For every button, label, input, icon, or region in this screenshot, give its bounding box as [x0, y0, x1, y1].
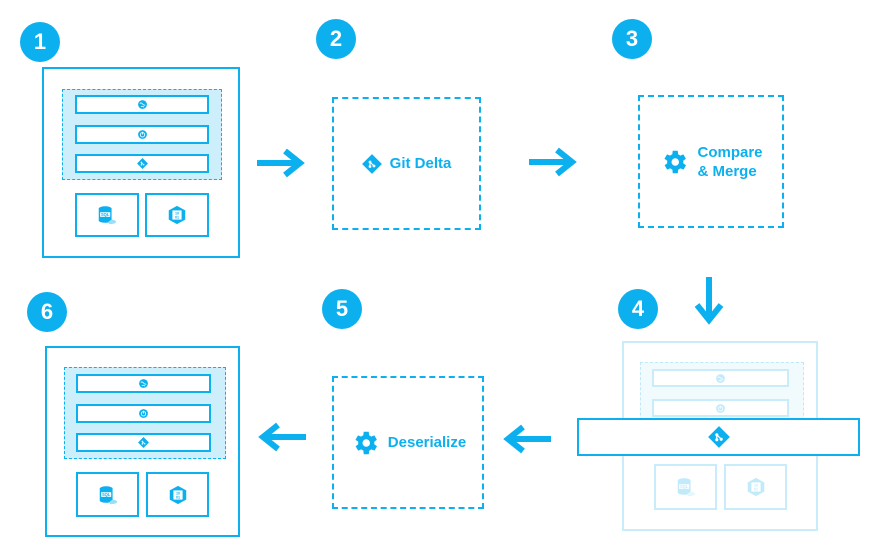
- globe-icon: [137, 99, 148, 110]
- database-icon: [97, 484, 119, 506]
- component-bar-git: [75, 154, 209, 173]
- gear-icon: [350, 428, 380, 458]
- binary-hexagon-icon: [745, 476, 767, 498]
- power-icon: [137, 129, 148, 140]
- git-icon: [138, 437, 149, 448]
- deserialize-panel: Deserialize: [332, 376, 484, 509]
- deserialize-label: Deserialize: [387, 434, 467, 451]
- step-badge-5: 5: [322, 289, 362, 329]
- sql-database-tile: [75, 193, 139, 237]
- compare-merge-panel: Compare & Merge: [638, 95, 784, 228]
- binary-hexagon-icon: [167, 484, 189, 506]
- component-bar-function: [75, 125, 209, 144]
- globe-icon: [138, 378, 149, 389]
- merged-git-component-bar: [577, 418, 860, 456]
- database-icon: [96, 204, 118, 226]
- step-badge-1: 1: [20, 22, 60, 62]
- component-bar-web: [652, 369, 789, 387]
- component-bar-function: [652, 399, 789, 417]
- git-icon: [137, 158, 148, 169]
- database-icon: [675, 476, 697, 498]
- arrow-icon: [503, 424, 553, 454]
- step-badge-4: 4: [618, 289, 658, 329]
- step-badge-3: 3: [612, 19, 652, 59]
- binary-store-tile: [145, 193, 209, 237]
- git-delta-panel: Git Delta: [332, 97, 481, 230]
- binary-hexagon-icon: [166, 204, 188, 226]
- arrow-icon: [255, 148, 305, 178]
- compare-merge-line2: & Merge: [697, 162, 757, 180]
- gear-icon: [659, 147, 689, 177]
- sql-database-tile: [654, 464, 717, 510]
- arrow-icon: [258, 422, 308, 452]
- git-icon: [362, 154, 382, 174]
- step-badge-6: 6: [27, 292, 67, 332]
- sql-database-tile: [76, 472, 139, 517]
- arrow-icon: [694, 277, 724, 325]
- git-delta-label: Git Delta: [389, 155, 452, 172]
- binary-store-tile: [146, 472, 209, 517]
- environment-panel-source: [42, 67, 240, 258]
- power-icon: [138, 408, 149, 419]
- arrow-icon: [527, 147, 577, 177]
- step-badge-2: 2: [316, 19, 356, 59]
- power-icon: [715, 403, 726, 414]
- environment-panel-target: [45, 346, 240, 537]
- git-icon: [708, 426, 730, 448]
- binary-store-tile: [724, 464, 787, 510]
- component-bar-web: [75, 95, 209, 114]
- compare-merge-line1: Compare: [697, 143, 763, 161]
- component-bar-function: [76, 404, 211, 423]
- component-bar-web: [76, 374, 211, 393]
- component-bar-git: [76, 433, 211, 452]
- globe-icon: [715, 373, 726, 384]
- compare-merge-label: Compare & Merge: [697, 143, 762, 181]
